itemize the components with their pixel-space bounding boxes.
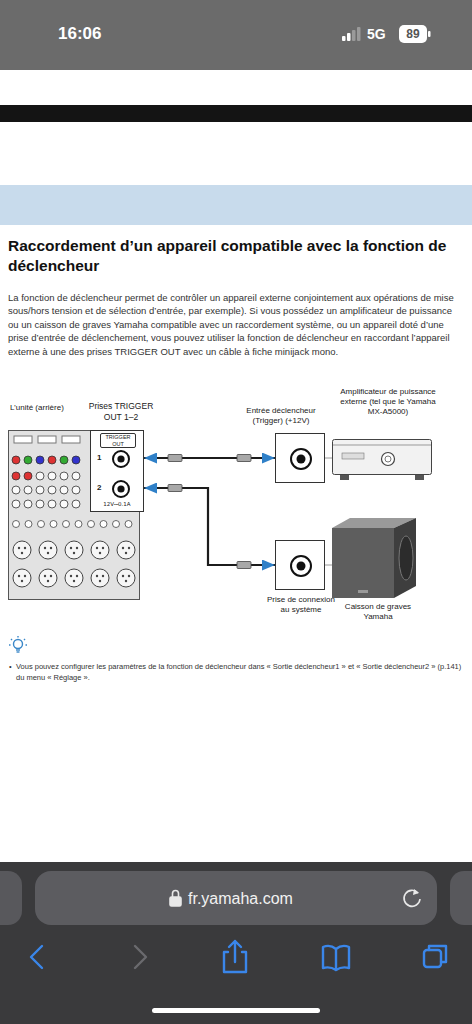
- system-connector-jack: Prise de connexion au système: [275, 540, 325, 590]
- trigger-cable: [144, 488, 275, 565]
- leader-line: [325, 458, 332, 459]
- plug-body: [168, 455, 182, 462]
- jack-heading: Entrée déclencheur (Trigger) (+12V): [231, 406, 331, 426]
- trigger-input-jack: Entrée déclencheur (Trigger) (+12V): [275, 433, 325, 483]
- bullet: •: [9, 661, 12, 672]
- plug-body: [237, 455, 251, 462]
- battery-level: 89: [399, 27, 427, 41]
- jack-heading: Prise de connexion au système: [264, 595, 338, 615]
- jack-number: 2: [97, 483, 101, 493]
- jack-drawing: [276, 541, 326, 591]
- plug-body: [168, 485, 182, 492]
- trigger-cable: [144, 457, 275, 459]
- device-label: Amplificateur de puissance externe (tel …: [334, 387, 442, 417]
- jack-drawing: [276, 434, 326, 484]
- panel-marking: TRIGGER OUT: [100, 433, 136, 448]
- plug-body: [237, 562, 251, 569]
- device-label: Caisson de graves Yamaha: [330, 602, 426, 622]
- network-type: 5G: [367, 26, 386, 43]
- subwoofer: Caisson de graves Yamaha: [332, 518, 420, 598]
- jack-heading: Prises TRIGGER OUT 1–2: [81, 401, 161, 422]
- body-paragraph: La fonction de déclencheur permet de con…: [8, 291, 464, 358]
- amplifier-drawing: [332, 437, 432, 481]
- tip-note: Vous pouvez configurer les paramètres de…: [16, 661, 464, 683]
- rating-marking: 12V⎓0.1A: [92, 501, 142, 508]
- page-heading: Raccordement d’un appareil compatible av…: [8, 236, 464, 276]
- leader-line: [325, 565, 332, 566]
- power-amplifier: Amplificateur de puissance externe (tel …: [332, 437, 432, 481]
- subwoofer-drawing: [332, 518, 420, 598]
- jack-number: 1: [97, 453, 101, 463]
- status-clock: 16:06: [58, 24, 101, 44]
- unit-label: L’unité (arrière): [10, 403, 70, 413]
- trigger-out-callout: Prises TRIGGER OUT 1–2TRIGGER OUT1212V⎓0…: [90, 430, 144, 512]
- url-text: fr.yamaha.com: [188, 889, 293, 908]
